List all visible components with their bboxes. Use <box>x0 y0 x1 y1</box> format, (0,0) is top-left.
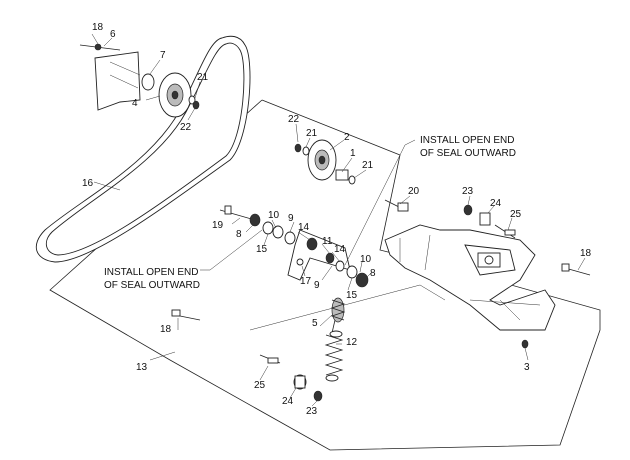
washer-9 <box>284 231 296 245</box>
bearing-8-right <box>355 272 369 288</box>
label-15: 15 <box>256 244 268 255</box>
note-left-line1: INSTALL OPEN END <box>104 267 198 278</box>
bearing-8-left <box>249 213 261 227</box>
note-top-line2: OF SEAL OUTWARD <box>420 148 516 159</box>
assembly-boundary <box>49 99 601 451</box>
nut-23-bottom <box>313 390 323 402</box>
label-3: 3 <box>524 362 530 373</box>
label-18: 18 <box>580 248 592 259</box>
label-1: 1 <box>350 148 356 159</box>
label-22: 22 <box>288 114 300 125</box>
label-17: 17 <box>300 276 312 287</box>
label-9: 9 <box>314 280 320 291</box>
bushing-24-top <box>479 212 491 226</box>
label-10: 10 <box>268 210 280 221</box>
label-24: 24 <box>282 396 294 407</box>
label-11: 11 <box>322 236 333 247</box>
pin-25-top <box>504 229 516 236</box>
nut-22-mid <box>294 143 302 153</box>
extension-spring-12 <box>324 334 344 376</box>
label-7: 7 <box>160 50 166 61</box>
pin-17 <box>296 258 304 266</box>
bracket-boundary <box>249 284 446 331</box>
label-21: 21 <box>306 128 318 139</box>
label-14: 14 <box>298 222 310 233</box>
note-top-line1: INSTALL OPEN END <box>420 135 514 146</box>
label-14: 14 <box>334 244 346 255</box>
bolt-20 <box>397 202 409 212</box>
label-12: 12 <box>346 337 358 348</box>
bolt-18-right <box>561 263 570 272</box>
label-16: 16 <box>82 178 94 189</box>
label-22: 22 <box>180 122 192 133</box>
label-20: 20 <box>408 186 420 197</box>
top-note-leader <box>344 139 416 266</box>
label-21: 21 <box>362 160 374 171</box>
left-note-leader <box>200 229 263 271</box>
label-9: 9 <box>288 213 294 224</box>
idler-bracket <box>94 51 141 111</box>
label-4: 4 <box>132 98 138 109</box>
label-8: 8 <box>236 229 242 240</box>
bolt-18-left <box>171 309 181 317</box>
pin-25-bottom <box>267 357 279 364</box>
note-left-line2: OF SEAL OUTWARD <box>104 280 200 291</box>
label-25: 25 <box>510 209 522 220</box>
label-10: 10 <box>360 254 372 265</box>
label-21: 21 <box>197 72 209 83</box>
label-5: 5 <box>312 318 318 329</box>
label-23: 23 <box>306 406 318 417</box>
spacer-1 <box>335 169 349 181</box>
label-2: 2 <box>344 132 350 143</box>
label-25: 25 <box>254 380 266 391</box>
idler-arm <box>287 229 351 281</box>
bolt-18-top <box>94 43 102 51</box>
label-19: 19 <box>212 220 224 231</box>
label-23: 23 <box>462 186 474 197</box>
frame-bracket <box>384 224 556 331</box>
label-8: 8 <box>370 268 376 279</box>
label-6: 6 <box>110 29 116 40</box>
nut-23-top <box>463 204 473 216</box>
label-13: 13 <box>136 362 148 373</box>
leader-lines <box>91 33 586 407</box>
bolt-3 <box>521 339 529 349</box>
label-15: 15 <box>346 290 358 301</box>
washer-10 <box>272 225 284 239</box>
nut-22-top <box>192 100 200 110</box>
label-18: 18 <box>160 324 172 335</box>
washer-14 <box>306 237 318 251</box>
label-24: 24 <box>490 198 502 209</box>
part-labels: 18 6 7 4 21 22 22 21 2 1 21 16 20 19 8 1… <box>82 22 592 417</box>
seal-15-left <box>262 221 274 235</box>
spacer-11 <box>325 252 335 264</box>
spacer-7 <box>141 73 155 91</box>
label-18: 18 <box>92 22 104 33</box>
